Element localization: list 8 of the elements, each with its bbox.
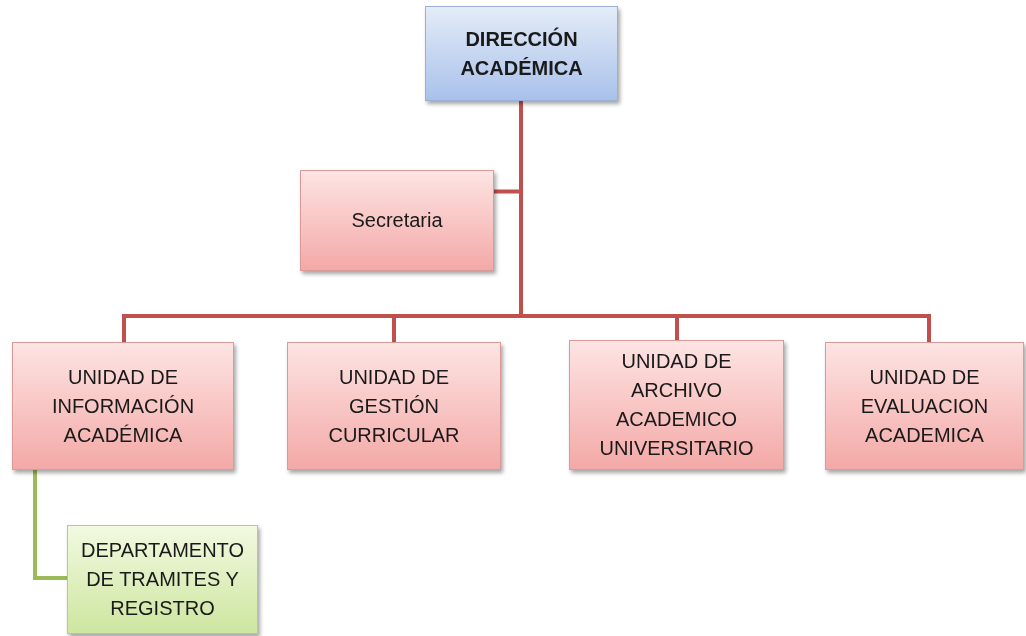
director-box: DIRECCIÓN ACADÉMICA — [425, 6, 618, 101]
unit-box: UNIDAD DE ARCHIVO ACADEMICO UNIVERSITARIO — [569, 340, 784, 470]
unit-box: DEPARTAMENTO DE TRAMITES Y REGISTRO — [67, 525, 258, 634]
unit-box: UNIDAD DE INFORMACIÓN ACADÉMICA — [12, 342, 234, 470]
connector-line — [33, 470, 67, 580]
unit-box: UNIDAD DE EVALUACION ACADEMICA — [825, 342, 1024, 470]
unit-box: UNIDAD DE GESTIÓN CURRICULAR — [287, 342, 501, 470]
unit-box: Secretaria — [300, 170, 494, 271]
